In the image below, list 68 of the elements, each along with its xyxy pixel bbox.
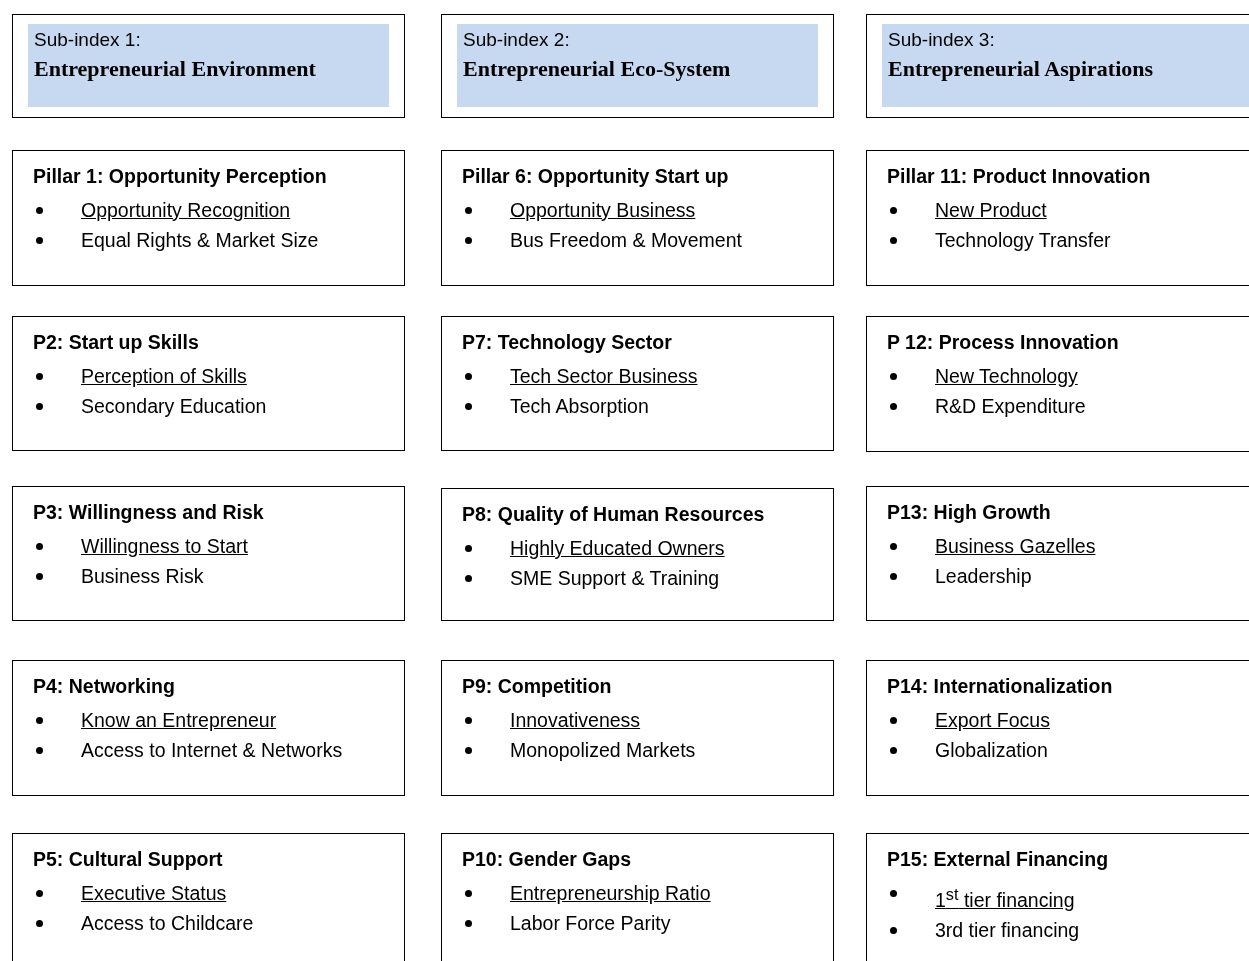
- subindex-title: Entrepreneurial Eco-System: [463, 56, 731, 82]
- pillar-box: [12, 150, 405, 286]
- indicator-text: Business Risk: [81, 565, 204, 587]
- indicator-text: Opportunity Recognition: [81, 199, 291, 221]
- pillar-box: [441, 833, 834, 961]
- pillar-heading: P8: Quality of Human Resources: [462, 503, 765, 526]
- indicator-text: Highly Educated Owners: [510, 537, 725, 559]
- pillar-heading: P13: High Growth: [887, 501, 1051, 524]
- pillar-heading: P7: Technology Sector: [462, 331, 672, 354]
- pillar-box: [441, 660, 834, 796]
- indicator-text: Tech Sector Business: [510, 365, 698, 387]
- subindex-box: [441, 14, 834, 118]
- indicator-text: Equal Rights & Market Size: [81, 229, 319, 251]
- pillar-heading: Pillar 6: Opportunity Start up: [462, 165, 729, 188]
- subindex-title: Entrepreneurial Environment: [34, 56, 316, 82]
- subindex-box: [866, 14, 1249, 118]
- indicator-text: Tech Absorption: [510, 395, 649, 417]
- pillar-box: [441, 488, 834, 621]
- indicator-text: Technology Transfer: [935, 229, 1111, 251]
- indicator-text: Monopolized Markets: [510, 739, 696, 761]
- pillar-heading: Pillar 11: Product Innovation: [887, 165, 1151, 188]
- subindex-label: Sub-index 1:: [34, 29, 141, 51]
- indicator-text: Opportunity Business: [510, 199, 696, 221]
- pillar-heading: P4: Networking: [33, 675, 175, 698]
- indicator-text: Access to Internet & Networks: [81, 739, 343, 761]
- subindex-label: Sub-index 3:: [888, 29, 995, 51]
- indicator-text: Perception of Skills: [81, 365, 247, 387]
- indicator-text: New Product: [935, 199, 1047, 221]
- pillar-box: [12, 660, 405, 796]
- indicator-text: Executive Status: [81, 882, 227, 904]
- pillar-box: [441, 316, 834, 451]
- pillar-box: [12, 486, 405, 621]
- indicator-text: SME Support & Training: [510, 567, 720, 589]
- indicator-text: Bus Freedom & Movement: [510, 229, 742, 251]
- pillar-heading: P15: External Financing: [887, 848, 1109, 871]
- pillar-box: [441, 150, 834, 286]
- pillar-heading: Pillar 1: Opportunity Perception: [33, 165, 327, 188]
- indicator-text: Access to Childcare: [81, 912, 254, 934]
- pillar-heading: P14: Internationalization: [887, 675, 1113, 698]
- indicator-text: Entrepreneurship Ratio: [510, 882, 711, 904]
- indicator-text: Labor Force Parity: [510, 912, 671, 934]
- indicator-text: R&D Expenditure: [935, 395, 1086, 417]
- pillar-box: [12, 316, 405, 451]
- indicator-text: New Technology: [935, 365, 1078, 387]
- subindex-box: [12, 14, 405, 118]
- indicator-text: Secondary Education: [81, 395, 267, 417]
- indicator-text: 1$^{st}$ tier financing: [935, 888, 1075, 911]
- subindex-label: Sub-index 2:: [463, 29, 570, 51]
- subindex-title: Entrepreneurial Aspirations: [888, 56, 1154, 82]
- indicator-text: Innovativeness: [510, 709, 641, 731]
- pillar-heading: P2: Start up Skills: [33, 331, 199, 354]
- pillar-heading: P 12: Process Innovation: [887, 331, 1119, 354]
- pillar-heading: P3: Willingness and Risk: [33, 501, 264, 524]
- pillar-box: [866, 660, 1249, 796]
- pillar-box: [866, 486, 1249, 621]
- indicator-text: Willingness to Start: [81, 535, 248, 557]
- indicator-text: Globalization: [935, 739, 1048, 761]
- indicator-text: Export Focus: [935, 709, 1050, 731]
- pillar-box: [866, 833, 1249, 961]
- indicator-text: Know an Entrepreneur: [81, 709, 277, 731]
- indicator-text: Leadership: [935, 565, 1032, 587]
- pillar-box: [12, 833, 405, 961]
- pillar-box: [866, 150, 1249, 286]
- pillar-heading: P5: Cultural Support: [33, 848, 223, 871]
- pillar-box: [866, 316, 1249, 452]
- indicator-text: Business Gazelles: [935, 535, 1096, 557]
- pillar-heading: P9: Competition: [462, 675, 612, 698]
- pillar-heading: P10: Gender Gaps: [462, 848, 632, 871]
